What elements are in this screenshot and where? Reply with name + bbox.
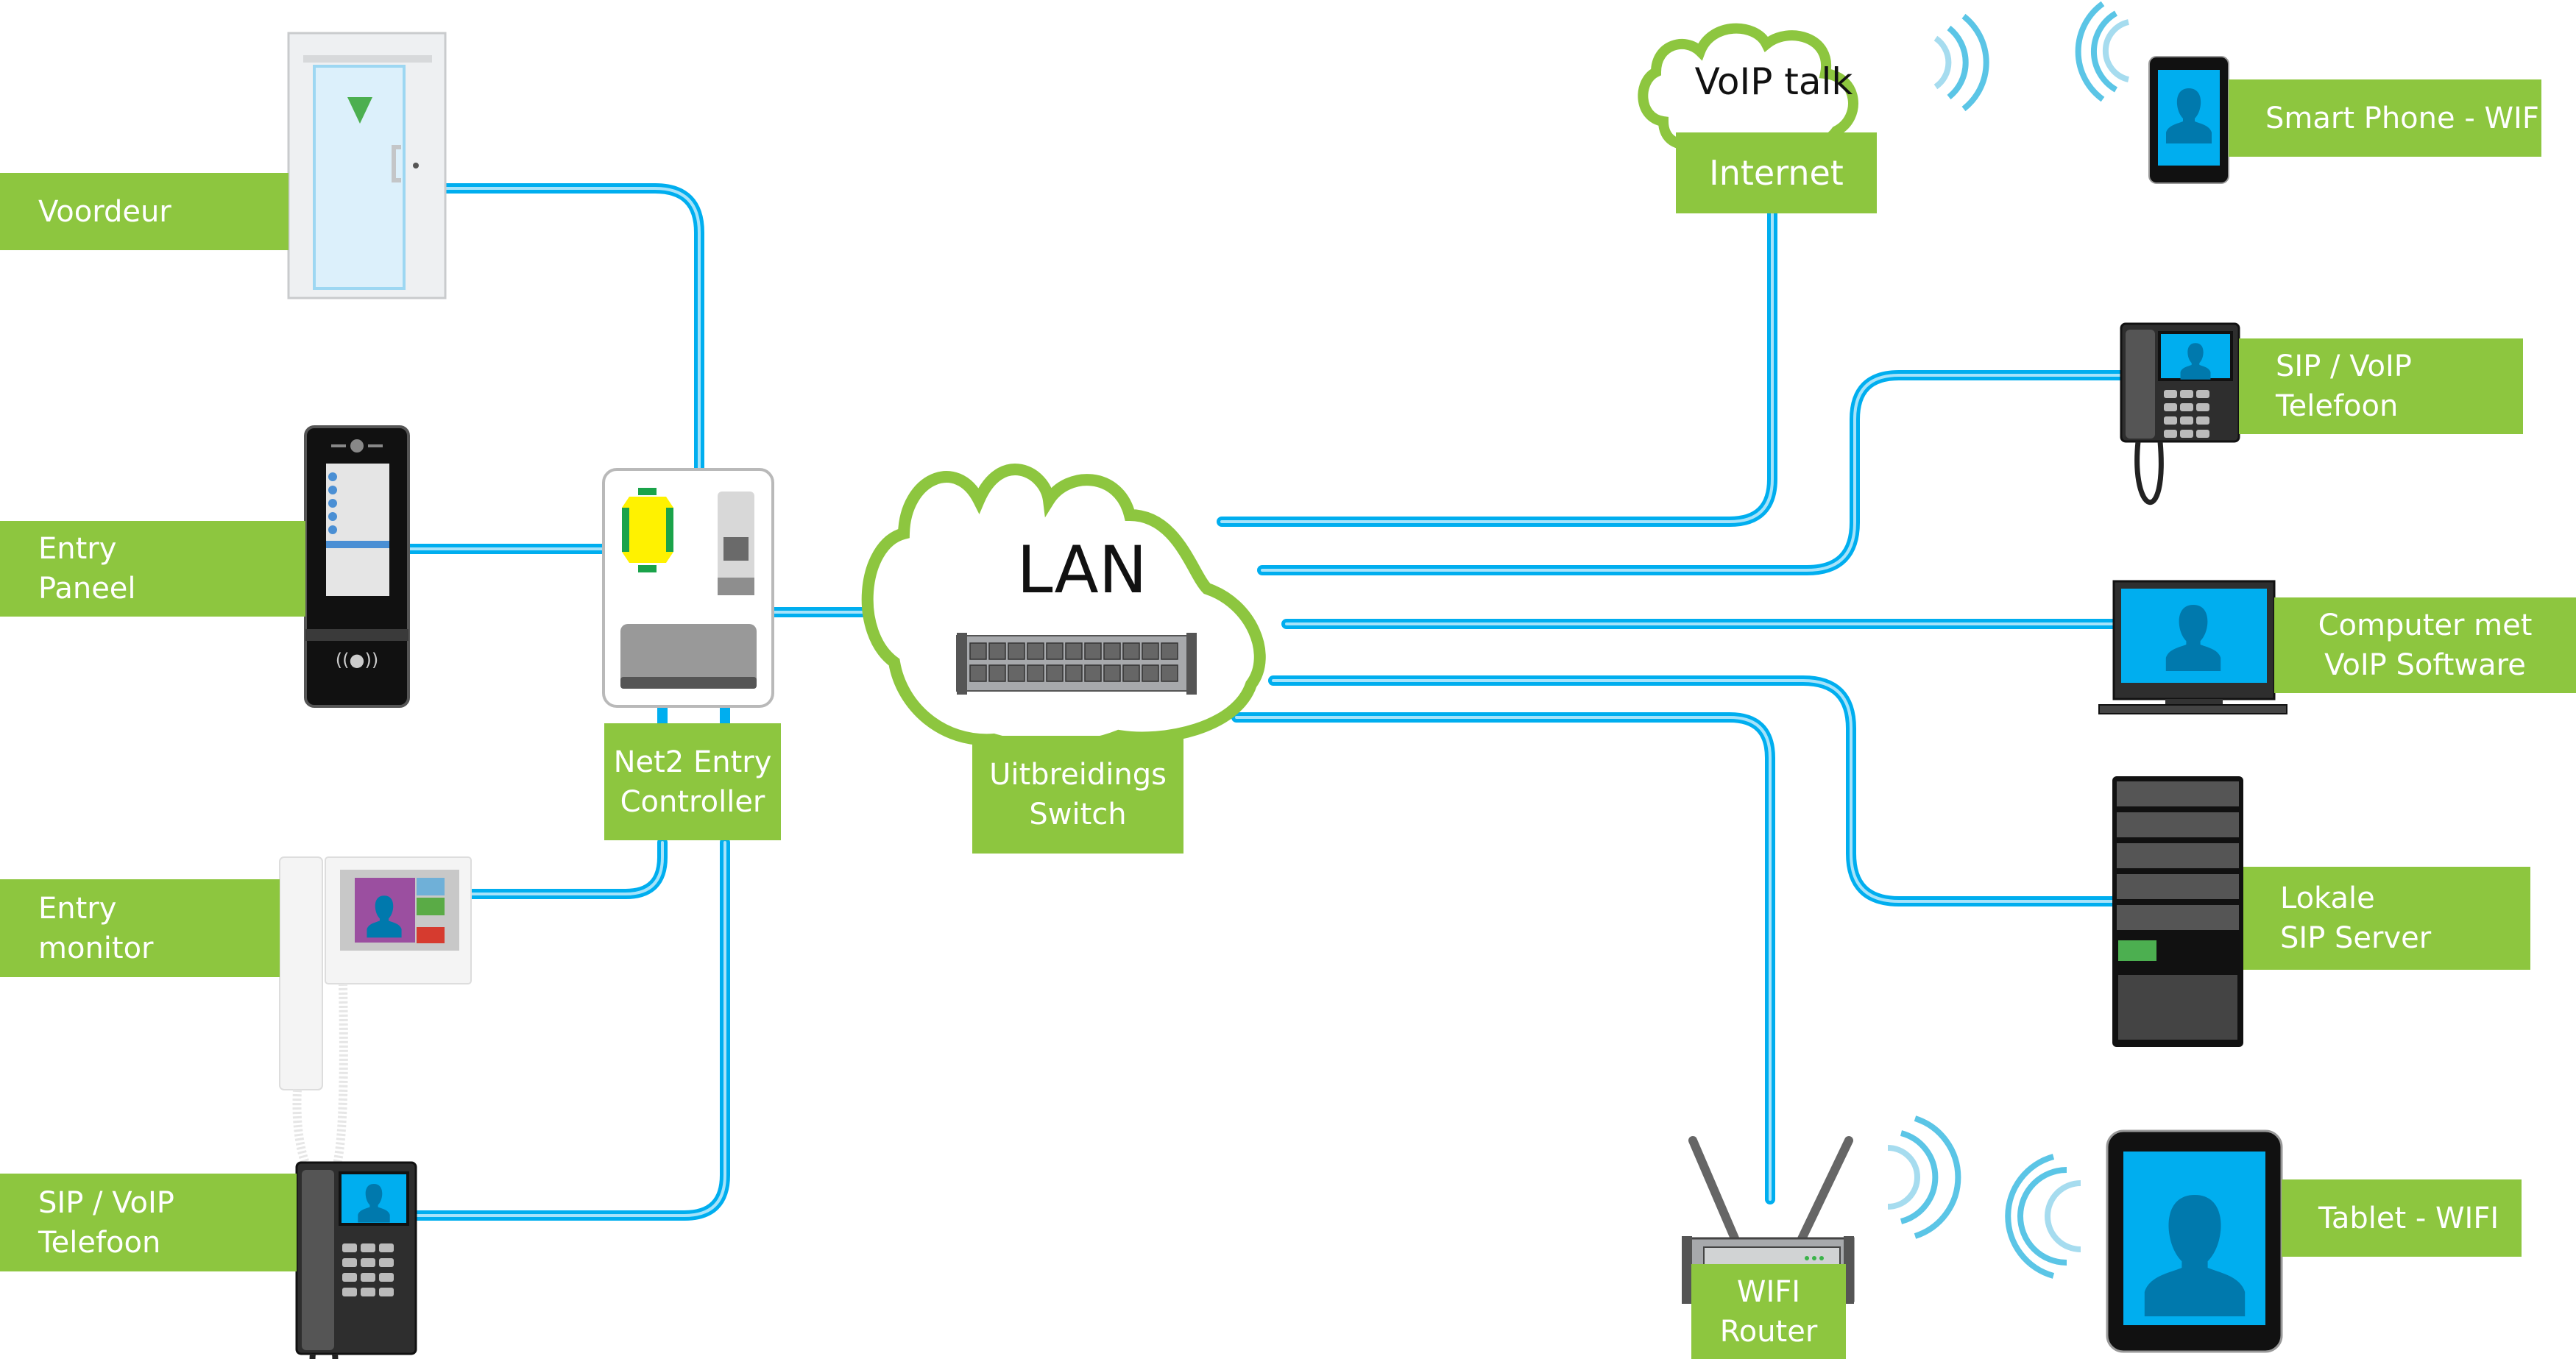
- label-entry-panel: Entry Paneel: [0, 521, 305, 617]
- label-router-line1: WIFI: [1736, 1274, 1801, 1309]
- label-computer-line1: Computer met: [2318, 608, 2533, 642]
- label-entry-monitor: Entry monitor: [0, 879, 280, 977]
- label-entry-panel-line2: Paneel: [38, 572, 136, 606]
- switch-port: [969, 642, 987, 660]
- switch-port: [1065, 664, 1083, 682]
- switch-port: [1161, 642, 1178, 660]
- switch-port: [988, 664, 1006, 682]
- switch-port: [1046, 664, 1064, 682]
- switch-port: [1084, 664, 1102, 682]
- wifi-waves-tablet-icon: [2005, 1154, 2081, 1279]
- svg-text:((●)): ((●)): [336, 650, 378, 670]
- label-smartphone: Smart Phone - WIFI: [2229, 79, 2548, 157]
- label-router: WIFI Router: [1691, 1264, 1846, 1359]
- label-lan-switch-line2: Switch: [1029, 798, 1127, 831]
- cable-lan-to-router: [1231, 712, 1775, 1204]
- label-lan-switch-line1: Uitbreidings: [989, 758, 1167, 792]
- switch-port: [1103, 664, 1121, 682]
- switch-port: [1122, 664, 1140, 682]
- label-sip-server: Lokale SIP Server: [2243, 867, 2530, 970]
- server-unit: [2117, 781, 2239, 806]
- switch-port: [1027, 664, 1044, 682]
- label-entry-monitor-line2: monitor: [38, 931, 154, 965]
- label-sip-phone-right-line1: SIP / VoIP: [2276, 349, 2412, 383]
- label-door: Voordeur: [0, 173, 289, 250]
- label-sip-server-line2: SIP Server: [2280, 921, 2432, 955]
- cable-lan-to-sip-phone: [1257, 370, 2125, 575]
- label-door-line1: Voordeur: [38, 194, 171, 229]
- label-sip-phone-right-line2: Telefoon: [2276, 389, 2399, 423]
- label-internet: Internet: [1676, 132, 1877, 213]
- server-unit: [2117, 843, 2239, 868]
- label-sip-phone-left-line2: Telefoon: [38, 1225, 161, 1260]
- switch-port: [1142, 664, 1159, 682]
- label-controller: Net2 Entry Controller: [604, 723, 781, 840]
- cables: [403, 183, 2125, 1221]
- label-controller-line1: Net2 Entry: [613, 745, 772, 779]
- label-smartphone-line1: Smart Phone - WIFI: [2265, 101, 2548, 135]
- switch-port: [1008, 664, 1025, 682]
- computer-icon: [2098, 580, 2287, 714]
- cable-door-to-controller: [440, 183, 704, 476]
- label-sip-phone-right: SIP / VoIP Telefoon: [2239, 338, 2523, 434]
- switch-port: [969, 664, 987, 682]
- entry-monitor-icon: [279, 856, 472, 1190]
- switch-port: [1008, 642, 1025, 660]
- controller-icon: [602, 468, 774, 708]
- label-entry-monitor-line1: Entry: [38, 891, 117, 926]
- entry-panel-icon: ((●)): [304, 425, 410, 708]
- door-icon: [287, 32, 447, 299]
- switch-port: [1142, 642, 1159, 660]
- switch-port: [1161, 664, 1178, 682]
- label-lan-switch: Uitbreidings Switch: [972, 736, 1183, 854]
- switch-port: [1084, 642, 1102, 660]
- server-icon: [2112, 776, 2243, 1047]
- label-sip-server-line1: Lokale: [2280, 881, 2375, 915]
- tablet-icon: [2106, 1129, 2283, 1353]
- switch-port: [988, 642, 1006, 660]
- switch-port: [1103, 642, 1121, 660]
- label-tablet-line1: Tablet - WIFI: [2318, 1201, 2499, 1235]
- cable-phone-to-controller: [411, 701, 730, 1221]
- switch-port: [1046, 642, 1064, 660]
- label-computer: Computer met VoIP Software: [2274, 597, 2576, 693]
- lan-cloud-text: LAN: [1016, 532, 1147, 608]
- cable-lan-to-internet: [1217, 208, 1777, 527]
- label-sip-phone-left-line1: SIP / VoIP: [38, 1185, 174, 1220]
- wifi-waves-smartphone-icon: [2075, 1, 2130, 102]
- internet-cloud-text: VoIP talk: [1695, 60, 1853, 103]
- sip-phone-right-icon: [2120, 322, 2240, 505]
- label-entry-panel-line1: Entry: [38, 532, 117, 566]
- label-internet-text: Internet: [1709, 153, 1844, 193]
- label-tablet: Tablet - WIFI: [2282, 1179, 2522, 1257]
- wifi-waves-router-icon: [1887, 1115, 1961, 1239]
- label-controller-line2: Controller: [620, 784, 765, 819]
- wifi-waves-internet-icon: [1933, 13, 1989, 112]
- label-sip-phone-left: SIP / VoIP Telefoon: [0, 1174, 297, 1271]
- server-unit: [2117, 874, 2239, 899]
- server-unit: [2117, 905, 2239, 930]
- lan-cloud-icon: [861, 464, 1266, 753]
- switch-port: [1065, 642, 1083, 660]
- cable-lan-to-server: [1268, 675, 2121, 906]
- cable-monitor-to-controller: [466, 837, 668, 899]
- server-unit: [2117, 812, 2239, 837]
- sip-phone-left-icon: [295, 1161, 417, 1359]
- switch-port: [1122, 642, 1140, 660]
- label-computer-line2: VoIP Software: [2324, 648, 2526, 682]
- label-router-line2: Router: [1719, 1314, 1818, 1349]
- switch-port: [1027, 642, 1044, 660]
- smartphone-icon: [2148, 56, 2229, 184]
